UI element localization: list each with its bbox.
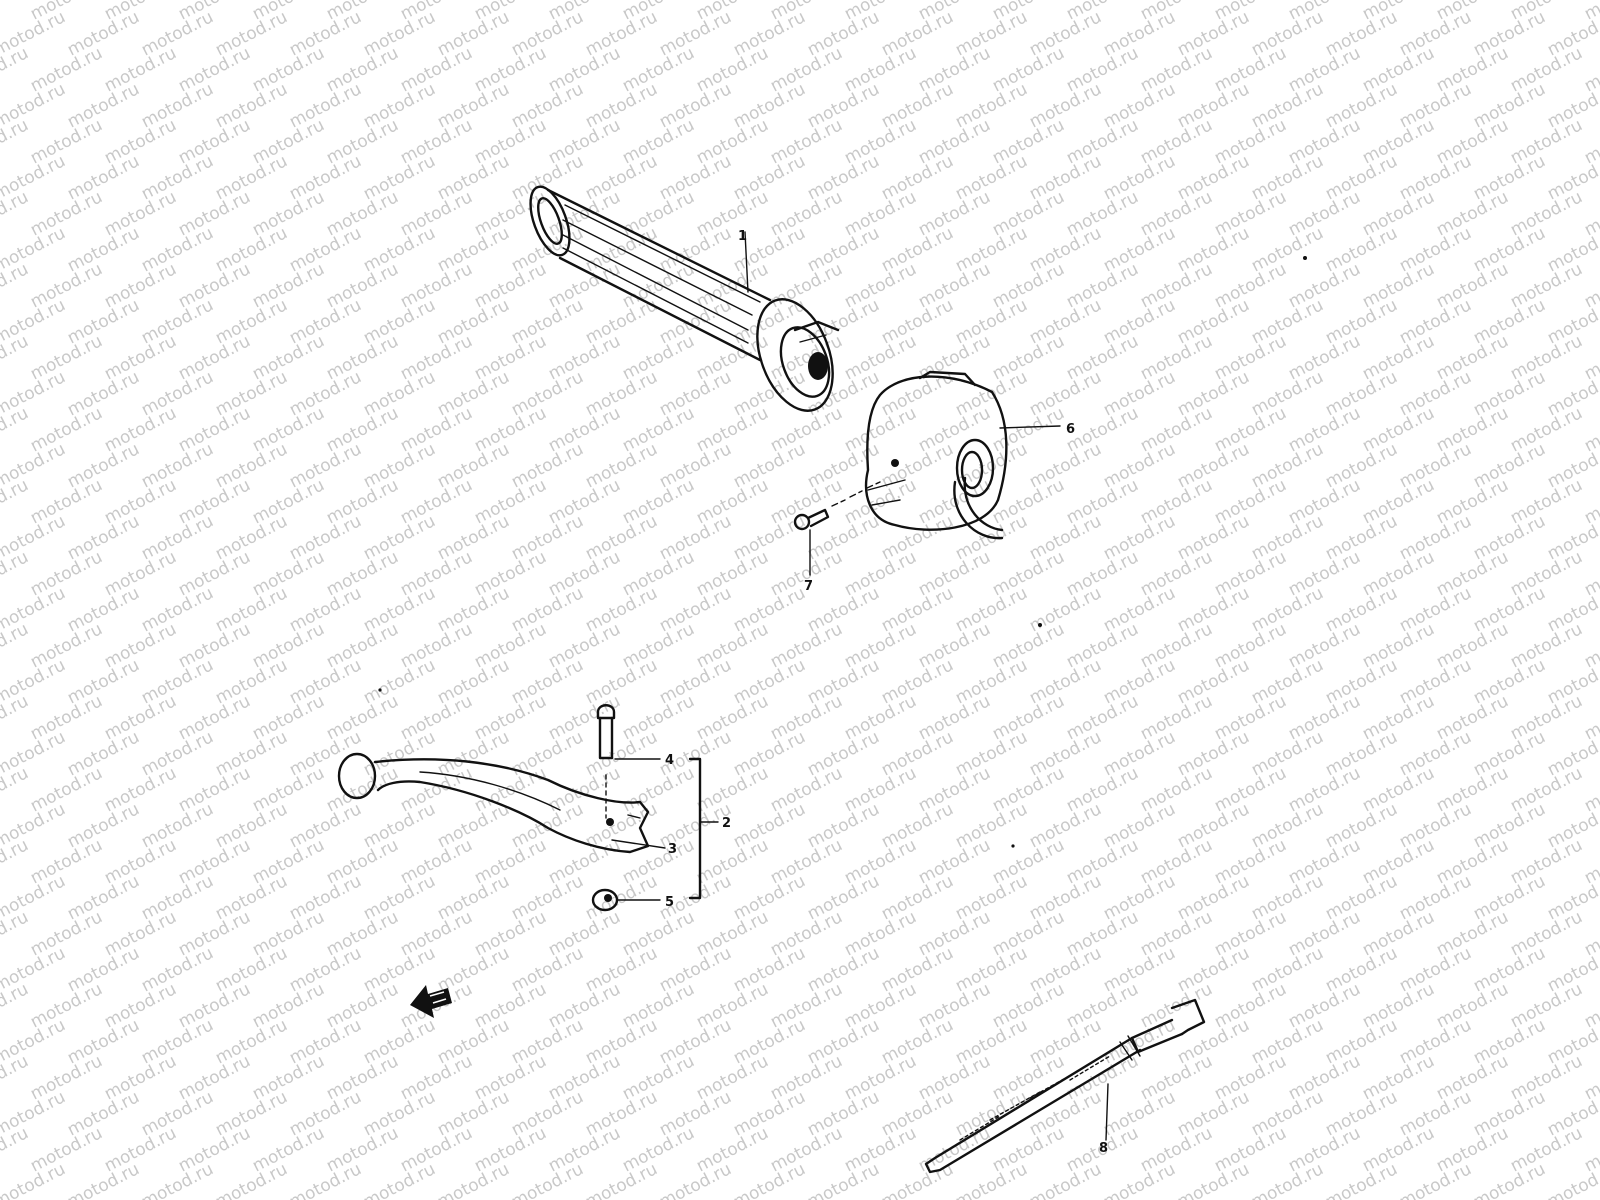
label-cable-tie: 8 <box>1099 1141 1108 1156</box>
cable-tie-part <box>924 998 1206 1174</box>
nut-part <box>591 888 619 912</box>
bolt-part <box>596 704 616 819</box>
lever-leader-line <box>611 839 666 849</box>
label-nut: 5 <box>665 895 674 910</box>
throttle-housing-part <box>864 370 1008 540</box>
front-arrow-icon <box>410 985 452 1018</box>
label-throttle-housing: 6 <box>1066 422 1075 437</box>
assembly-bracket <box>688 757 702 900</box>
label-grip: 1 <box>738 229 747 244</box>
label-screw: 7 <box>804 579 813 594</box>
screw-part <box>793 481 881 531</box>
print-specks <box>378 256 1307 848</box>
label-lever: 3 <box>668 842 677 857</box>
grip-leader-line <box>744 231 749 293</box>
lever-part <box>337 752 650 854</box>
housing-leader-line <box>999 425 1061 429</box>
cable-tie-leader-line <box>1105 1083 1109 1141</box>
grip-part <box>529 185 840 412</box>
label-bolt: 4 <box>665 753 674 768</box>
label-lever-assembly: 2 <box>722 816 731 831</box>
